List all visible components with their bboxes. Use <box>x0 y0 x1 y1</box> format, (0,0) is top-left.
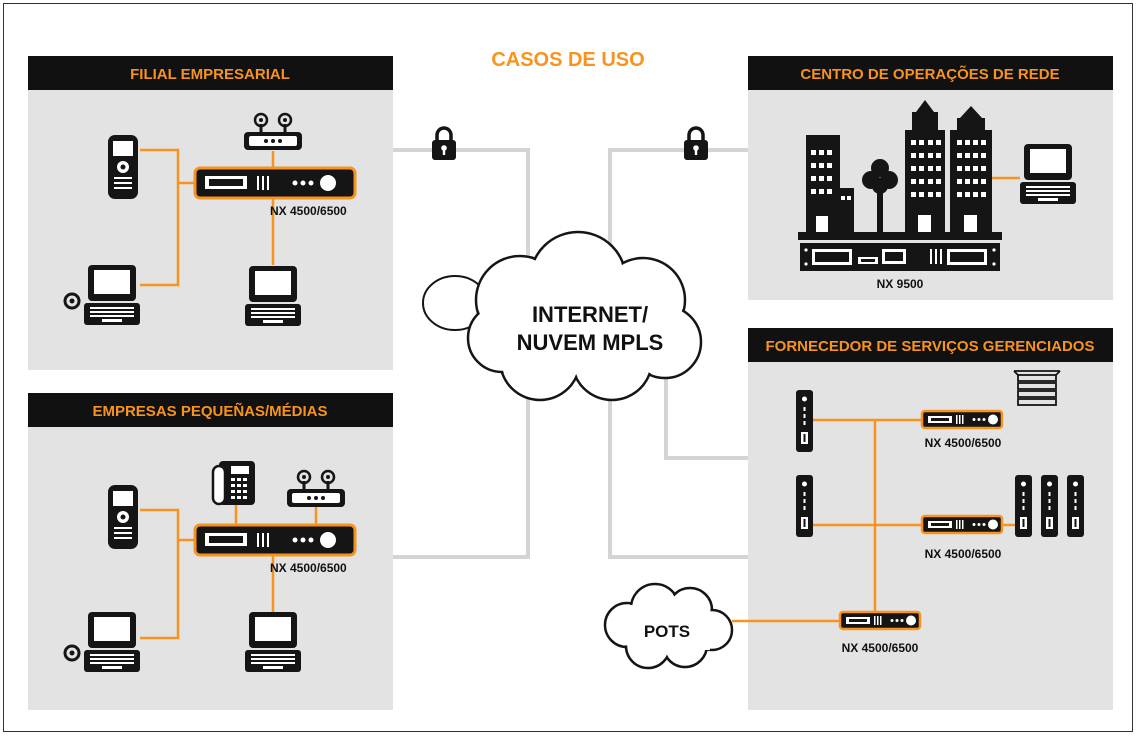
page-title: CASOS DE USO <box>491 49 644 71</box>
laptop-icon <box>245 266 301 326</box>
lock-icon <box>682 126 710 162</box>
cloud-label-line1: INTERNET/ <box>532 302 648 327</box>
pme-device-label: NX 4500/6500 <box>270 561 347 575</box>
laptop-icon <box>1020 144 1076 204</box>
building-icon <box>905 100 992 232</box>
cloud-icon <box>422 230 703 402</box>
noc-device-label: NX 9500 <box>877 277 924 291</box>
laptop-icon <box>245 612 301 672</box>
panel-filial-title: FILIAL EMPRESARIAL <box>130 66 290 83</box>
msp-device1-label: NX 4500/6500 <box>925 436 1002 450</box>
mobile-phone-icon <box>108 135 138 199</box>
nx-appliance-icon <box>920 514 1004 535</box>
cloud-label-line2: NUVEM MPLS <box>517 330 664 355</box>
filial-device-label: NX 4500/6500 <box>270 204 347 218</box>
server-icon <box>796 475 813 537</box>
server-icon <box>1041 475 1058 537</box>
pots-cloud-icon <box>603 582 734 670</box>
panel-msp: FORNECEDOR DE SERVIÇOS GERENCIADOS NX 45… <box>732 328 1113 710</box>
stack-icon <box>1013 370 1061 406</box>
pots-label: POTS <box>644 622 690 641</box>
panel-noc-title: CENTRO DE OPERAÇÕES DE REDE <box>800 65 1059 83</box>
server-icon <box>796 390 813 452</box>
lock-icon <box>430 126 458 162</box>
tree-icon <box>862 159 898 232</box>
server-icon <box>1015 475 1032 537</box>
panel-pme-title: EMPRESAS PEQUEÑAS/MÉDIAS <box>92 402 327 420</box>
msp-device2-label: NX 4500/6500 <box>925 547 1002 561</box>
panel-pme: EMPRESAS PEQUEÑAS/MÉDIAS NX 4500/6500 <box>28 393 393 710</box>
nx-appliance-icon <box>193 166 357 200</box>
nx-appliance-icon <box>838 610 922 631</box>
laptop-icon <box>84 612 140 672</box>
building-icon <box>806 135 854 232</box>
desk-phone-icon <box>211 461 255 506</box>
laptop-icon <box>84 265 140 325</box>
server-icon <box>1067 475 1084 537</box>
panel-msp-title: FORNECEDOR DE SERVIÇOS GERENCIADOS <box>766 338 1095 355</box>
panel-noc: CENTRO DE OPERAÇÕES DE REDE <box>748 56 1113 300</box>
msp-device3-label: NX 4500/6500 <box>842 641 919 655</box>
nx-appliance-icon <box>193 523 357 557</box>
outer-frame <box>3 3 1133 732</box>
nx9500-appliance-icon <box>800 243 1000 271</box>
nx-appliance-icon <box>920 409 1004 430</box>
wan-links <box>393 148 750 559</box>
mobile-phone-icon <box>108 485 138 549</box>
panel-filial: FILIAL EMPRESARIAL NX 4500/6500 <box>28 56 393 370</box>
